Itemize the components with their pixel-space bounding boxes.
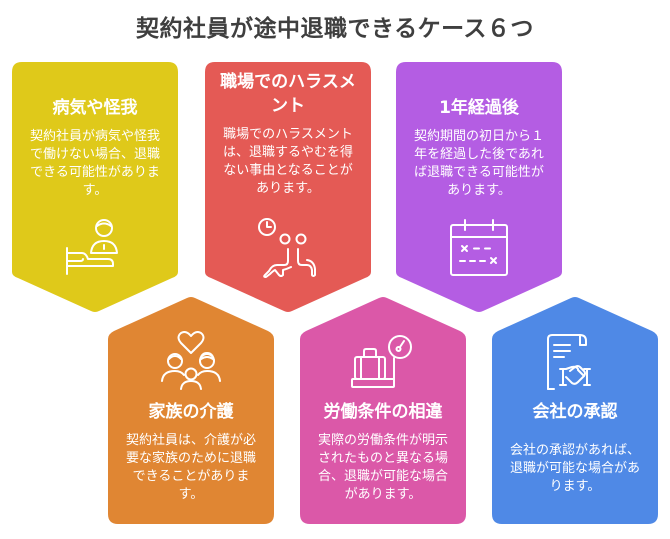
card-shape [205, 62, 371, 312]
card-shape [396, 62, 562, 312]
card-one-year: 1年経過後 契約期間の初日から１年を経過した後であれば退職できる可能性があります… [396, 62, 562, 312]
card-shape [300, 297, 466, 524]
card-heading: 病気や怪我 [52, 98, 138, 118]
card-shape [492, 297, 658, 524]
card-description: 職場でのハラスメントは、退職するやむを得ない事由となることがあります。 [222, 127, 353, 196]
card-heading: 1年経過後 [439, 98, 519, 118]
sick-person-in-bed-icon [62, 217, 128, 275]
waiting-people-clock-icon [257, 217, 321, 279]
card-family-care: 家族の介護 契約社員は、介護が必要な家族のために退職できることがあります。 [108, 297, 274, 524]
card-working-conditions: 労働条件の相違 実際の労働条件が明示されたものと異なる場合、退職が可能な場合があ… [300, 297, 466, 524]
luggage-scale-icon [350, 333, 416, 393]
card-shape [108, 297, 274, 524]
card-company-approval: 会社の承認 会社の承認があれば、退職が可能な場合があります。 [492, 297, 658, 524]
card-description: 会社の承認があれば、退職が可能な場合があります。 [509, 443, 640, 494]
family-heart-icon [159, 331, 223, 391]
card-heading: 家族の介護 [148, 402, 234, 422]
card-heading: 職場でのハラスメント [220, 72, 356, 116]
calendar-icon [448, 217, 510, 279]
card-shape [12, 62, 178, 312]
card-description: 契約社員が病気や怪我で働けない場合、退職できる可能性があります。 [29, 129, 160, 198]
card-description: 契約社員は、介護が必要な家族のために退職できることがあります。 [125, 433, 256, 502]
card-heading: 労働条件の相違 [323, 402, 443, 422]
card-heading: 会社の承認 [532, 402, 618, 422]
card-description: 契約期間の初日から１年を経過した後であれば退職できる可能性があります。 [413, 129, 544, 198]
page-title: 契約社員が途中退職できるケース６つ [136, 16, 534, 42]
card-illness: 病気や怪我 契約社員が病気や怪我で働けない場合、退職できる可能性があります。 [12, 62, 178, 312]
card-description: 実際の労働条件が明示されたものと異なる場合、退職が可能な場合があります。 [317, 433, 448, 502]
contract-handshake-icon [542, 333, 608, 393]
card-harassment: 職場でのハラスメント 職場でのハラスメントは、退職するやむを得ない事由となること… [205, 62, 371, 312]
